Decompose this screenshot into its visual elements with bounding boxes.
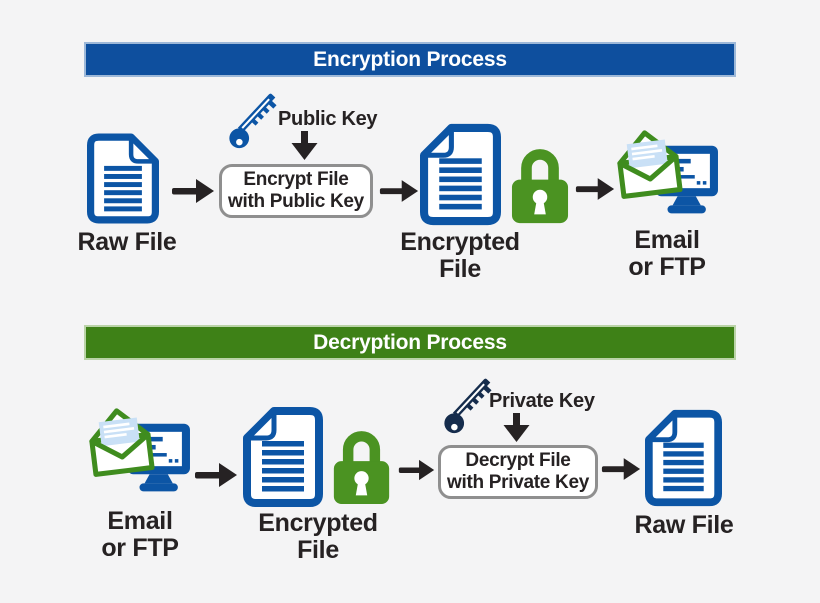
private-key-icon (444, 378, 492, 434)
public-key-label: Public Key (278, 108, 378, 130)
decryption-banner-title: Decryption Process (313, 330, 507, 354)
encrypted-file-item (420, 123, 501, 226)
encrypted-file-label: Encrypted File (258, 509, 378, 564)
private-key-icon-wrap (434, 370, 502, 440)
encryption-banner: Encryption Process (84, 42, 736, 77)
padlock-icon (511, 149, 569, 224)
raw-file-item (645, 408, 722, 508)
raw-file-item (87, 131, 159, 226)
encrypted-file-label: Encrypted File (400, 228, 520, 283)
decryption-banner: Decryption Process (84, 325, 736, 360)
document-icon (645, 409, 722, 507)
email-ftp-label: Email or FTP (628, 226, 706, 281)
public-key-icon-wrap (219, 85, 287, 155)
encrypted-file-item (243, 406, 323, 508)
arrow-down-icon (503, 413, 530, 442)
document-icon (87, 133, 159, 224)
arrow-right-icon (195, 463, 237, 487)
encrypt-process-box: Encrypt File with Public Key (219, 164, 373, 218)
arrow-right-icon (379, 180, 419, 202)
decrypt-process-box: Decrypt File with Private Key (438, 445, 598, 499)
arrow-down-icon (291, 131, 318, 160)
private-key-label: Private Key (489, 390, 595, 412)
email-monitor-icon (89, 408, 190, 492)
arrow-right-icon (601, 458, 641, 480)
raw-file-label: Raw File (634, 511, 734, 539)
arrow-right-icon (172, 179, 214, 203)
arrow-right-icon (575, 178, 615, 200)
padlock-icon (333, 431, 390, 504)
raw-file-label: Raw File (77, 228, 177, 256)
document-icon (420, 123, 501, 226)
arrow-right-icon (398, 459, 435, 481)
encryption-banner-title: Encryption Process (313, 47, 507, 71)
email-monitor-icon (617, 130, 718, 214)
public-key-icon (229, 93, 277, 149)
email-ftp-label: Email or FTP (101, 507, 179, 562)
document-icon (243, 407, 323, 507)
